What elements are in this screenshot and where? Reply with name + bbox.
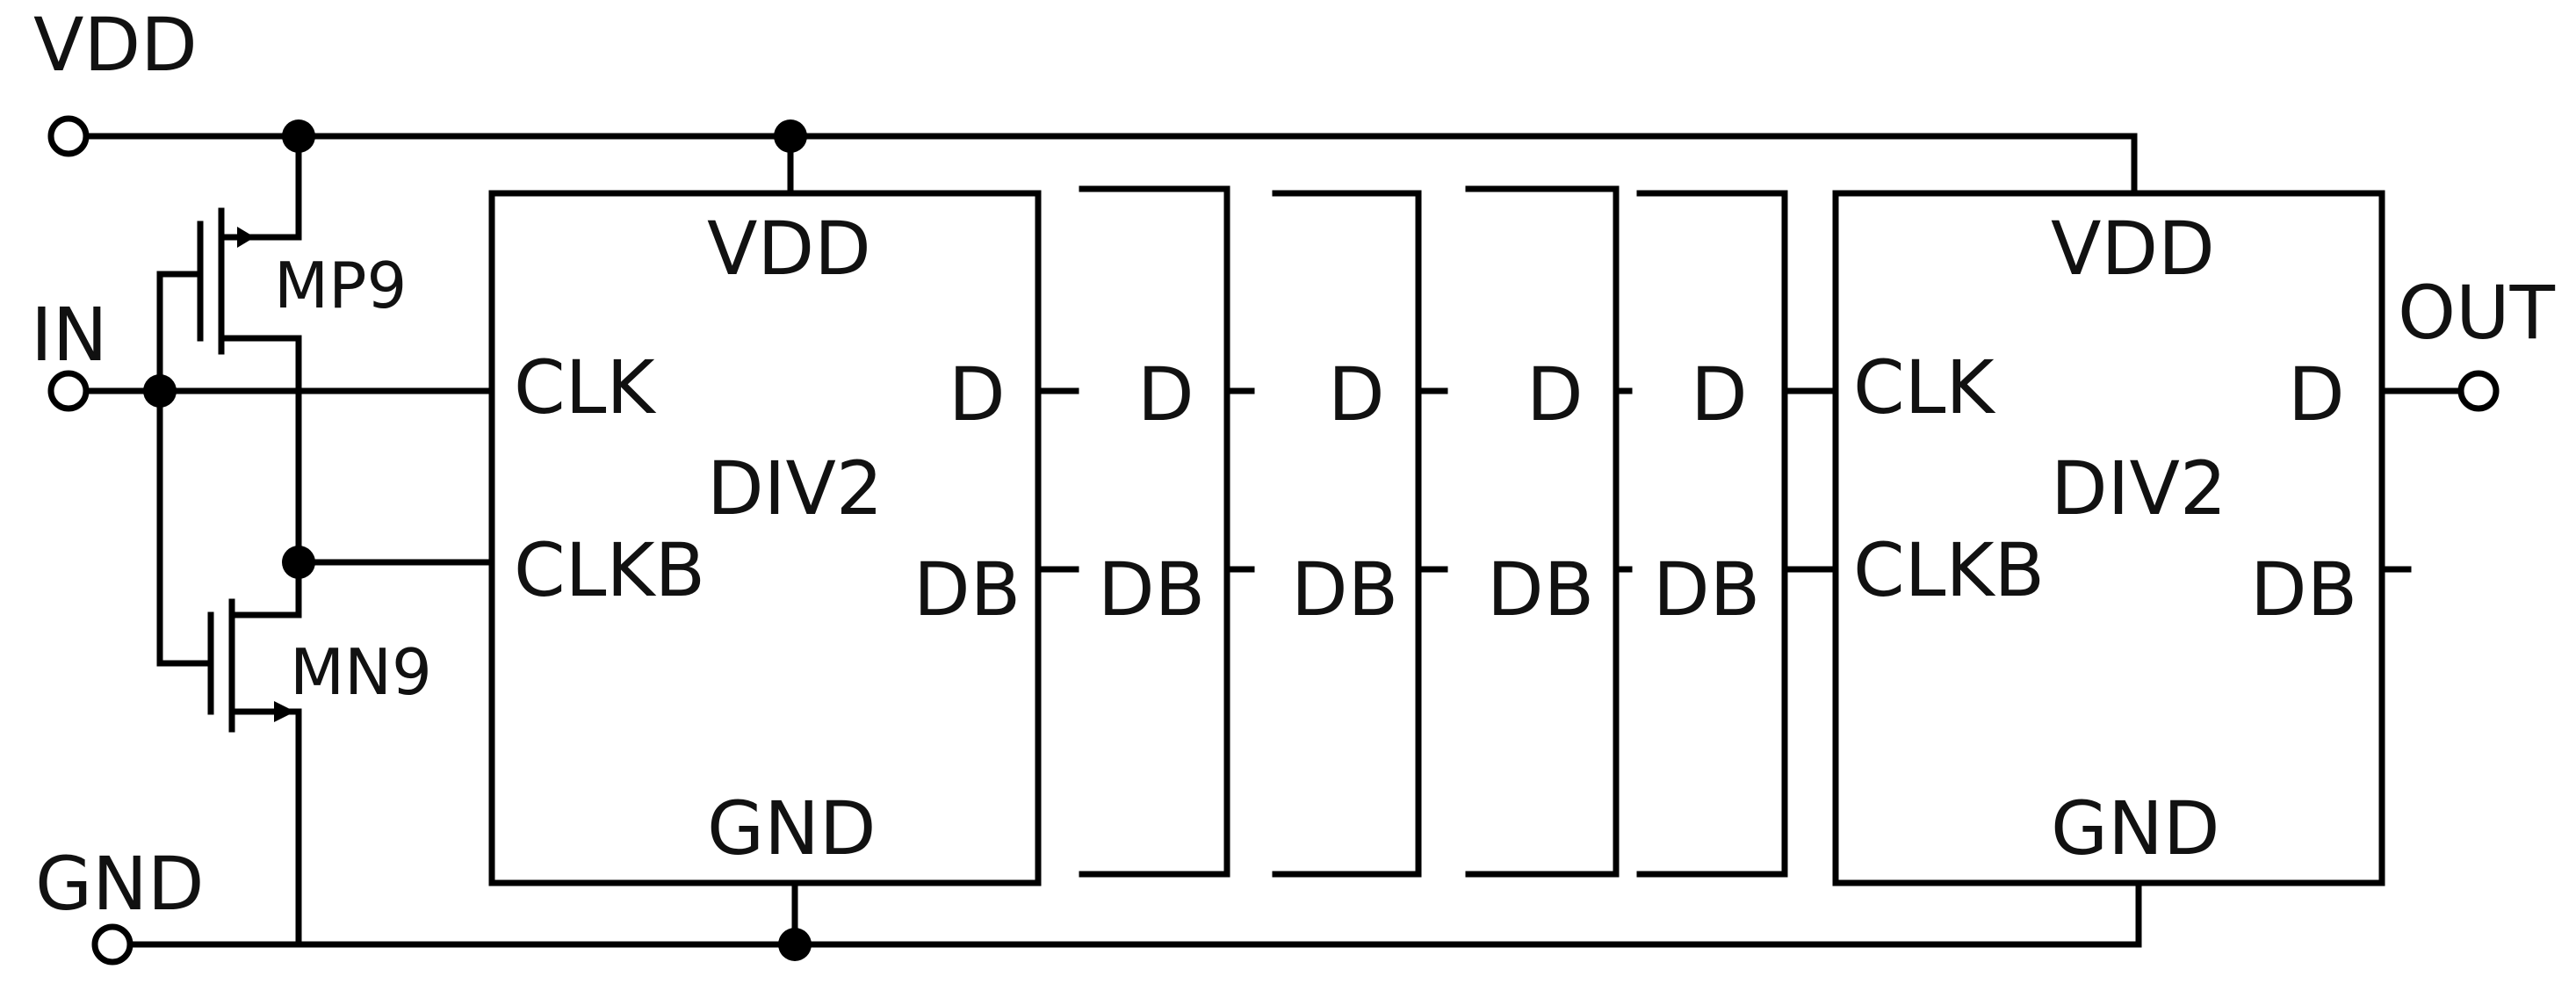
vdd-junction-dot [774,119,807,153]
vdd-pin [47,115,90,157]
gnd-port-label: GND [35,841,205,927]
vdd-rail [82,133,2138,197]
div2-first-name-label: DIV2 [707,445,883,532]
div2-last-clkb-label: CLKB [1853,527,2045,613]
div2-first-db-label: DB [913,546,1021,633]
div2-first-vdd-label: VDD [707,206,871,292]
nmos-mn9 [207,559,302,948]
div2-last-db-label: DB [2250,546,2357,633]
stage-bracket-1 [1079,185,1255,878]
pmos-mp9 [197,133,302,566]
div2-block-last [1832,190,2463,886]
stage-bracket-4 [1636,190,1839,878]
stage-3-d-label: D [1526,351,1584,438]
pmos-label: MP9 [274,249,407,322]
in-port-label: IN [31,292,108,378]
gnd-pin [91,923,133,966]
div2-last-vdd-label: VDD [2051,206,2215,292]
clkb-junction-dot [282,546,315,579]
stage-1-db-label: DB [1098,546,1205,633]
vdd-junction-dot [282,119,315,153]
stage-1-d-label: D [1137,351,1194,438]
in-junction-dot [143,374,177,408]
div2-first-clkb-label: CLKB [514,527,705,613]
gnd-junction-dot [778,928,812,961]
stage-4-d-label: D [1691,351,1748,438]
div2-first-clk-label: CLK [514,344,656,430]
stage-bracket-3 [1465,185,1633,878]
div2-last-name-label: DIV2 [2051,445,2226,532]
div2-first-gnd-label: GND [707,785,877,872]
out-port-label: OUT [2398,270,2556,356]
div2-first-d-label: D [949,351,1006,438]
nmos-label: MN9 [290,635,432,709]
stage-bracket-2 [1272,190,1448,878]
stage-4-db-label: DB [1653,546,1760,633]
stage-2-d-label: D [1328,351,1385,438]
vdd-port-label: VDD [33,2,198,88]
out-pin [2457,370,2500,412]
div2-last-d-label: D [2288,351,2345,438]
div2-last-clk-label: CLK [1853,344,1995,430]
stage-3-db-label: DB [1487,546,1594,633]
stage-2-db-label: DB [1291,546,1398,633]
gnd-rail [126,879,2142,948]
in-pin [47,370,90,412]
div2-last-gnd-label: GND [2051,785,2220,872]
